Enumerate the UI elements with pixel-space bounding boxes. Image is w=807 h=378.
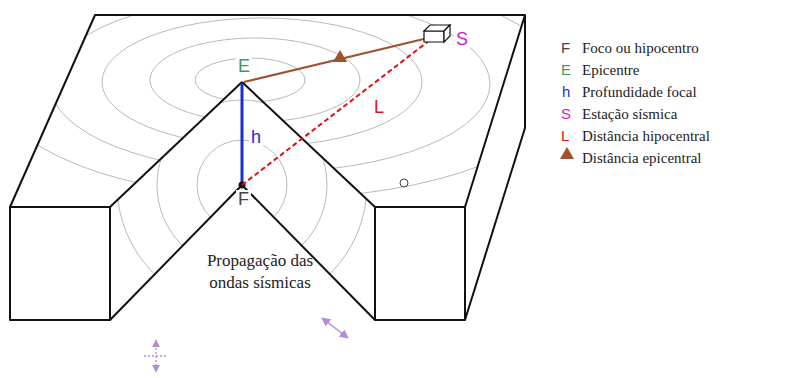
- wave-cross-arrow: [144, 340, 168, 372]
- hypocentral-letter: L: [372, 98, 386, 118]
- wave-arrow: [322, 318, 348, 338]
- propagation-label: Propagação das ondas sísmicas: [185, 250, 335, 294]
- epicentral-triangle: [333, 50, 347, 62]
- legend-letter: S: [561, 106, 571, 123]
- legend-text: Profundidade focal: [582, 84, 697, 101]
- wave-fronts: [0, 0, 565, 198]
- legend-letter: L: [561, 128, 569, 145]
- epicentre-letter: E: [236, 57, 252, 77]
- legend-letter: E: [561, 62, 571, 79]
- legend-triangle: [560, 147, 574, 159]
- depth-letter: h: [249, 128, 263, 148]
- station-letter: S: [454, 30, 470, 50]
- legend-text: Estação sísmica: [582, 106, 677, 123]
- legend-letter: h: [562, 84, 570, 101]
- small-circle: [400, 179, 408, 187]
- legend-text: Epicentre: [582, 62, 639, 79]
- seismic-station: [424, 25, 450, 42]
- epicentral-line: [244, 38, 428, 82]
- hypocentral-line: [242, 40, 430, 185]
- legend-text: Distância epicentral: [582, 150, 702, 167]
- legend-letter: F: [561, 40, 570, 57]
- focal-depth-line: [241, 84, 244, 185]
- legend-text: Distância hipocentral: [582, 128, 710, 145]
- block-outline: [10, 15, 525, 320]
- legend-text: Foco ou hipocentro: [582, 40, 699, 57]
- focus-letter: F: [236, 190, 251, 210]
